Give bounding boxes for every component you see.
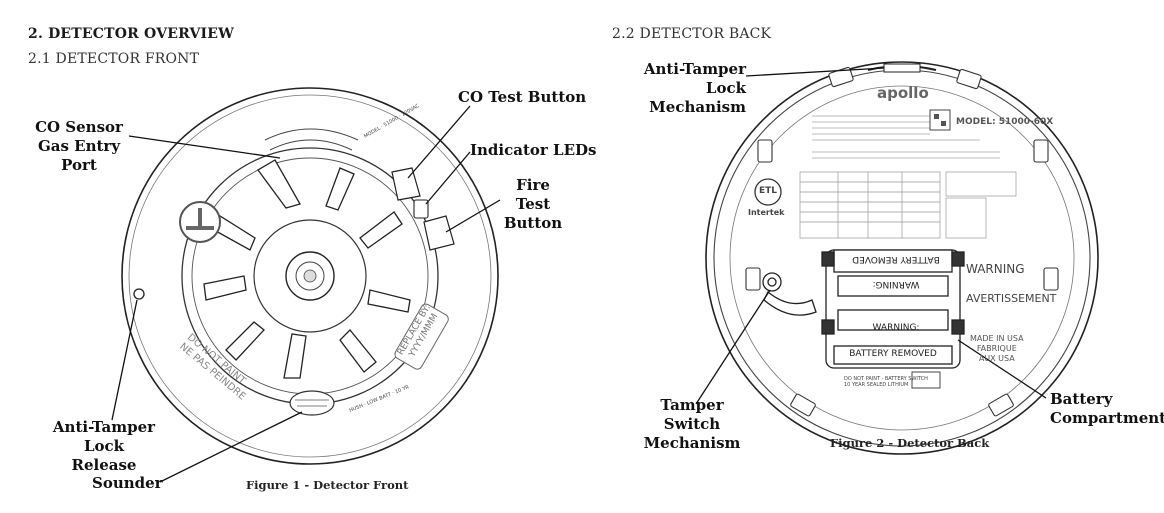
made-in-usa: MADE IN USA FABRIQUE AUX USA bbox=[970, 334, 1024, 363]
mounting-tabs bbox=[745, 66, 1059, 417]
qr-code bbox=[929, 109, 951, 131]
warning-top: WARNING: bbox=[872, 279, 920, 289]
etl-text: ETL bbox=[759, 186, 778, 196]
callout-co-sensor: CO Sensor Gas Entry Port bbox=[35, 118, 123, 174]
callout-tamper-release: Anti-Tamper Lock Release bbox=[52, 418, 156, 474]
sounder-grille bbox=[289, 390, 335, 416]
intertek-text: Intertek bbox=[748, 208, 785, 217]
fire-test-button-shape bbox=[423, 215, 455, 251]
subsection-title-front: 2.1 DETECTOR FRONT bbox=[28, 51, 200, 67]
callout-sounder: Sounder bbox=[92, 474, 163, 492]
svg-text:10 YEAR SEALED LITHIUM: 10 YEAR SEALED LITHIUM bbox=[844, 382, 908, 388]
figure-1-caption: Figure 1 - Detector Front bbox=[246, 478, 409, 492]
section-title: 2. DETECTOR OVERVIEW bbox=[28, 26, 235, 42]
status-table bbox=[799, 171, 1017, 239]
battery-removed-bottom: BATTERY REMOVED bbox=[849, 349, 937, 359]
svg-text:DO NOT PAINT · BATTERY SWITCH: DO NOT PAINT · BATTERY SWITCH bbox=[844, 376, 928, 382]
model-label: MODEL: 51000-60X bbox=[956, 117, 1054, 127]
etl-logo bbox=[754, 178, 782, 206]
warning-bottom: WARNING: bbox=[872, 323, 920, 333]
battery-removed-top: BATTERY REMOVED bbox=[852, 254, 940, 264]
callout-tamper-switch: Tamper Switch Mechanism bbox=[643, 396, 741, 452]
callout-battery-compartment: Battery Compartment bbox=[1050, 390, 1164, 427]
callout-co-test-button: CO Test Button bbox=[458, 88, 587, 106]
brand-logo: apollo bbox=[877, 84, 929, 102]
avertissement: AVERTISSEMENT bbox=[966, 292, 1057, 305]
callout-indicator-leds: Indicator LEDs bbox=[470, 141, 597, 159]
tamper-switch bbox=[762, 272, 817, 316]
callout-anti-tamper-lock: Anti-Tamper Lock Mechanism bbox=[643, 60, 746, 116]
warning-big: WARNING bbox=[966, 262, 1025, 276]
co-test-button-shape bbox=[391, 167, 421, 201]
vent-fins bbox=[203, 159, 411, 379]
tamper-release-hole bbox=[133, 288, 145, 300]
callout-fire-test-button: Fire Test Button bbox=[503, 176, 563, 232]
subsection-title-back: 2.2 DETECTOR BACK bbox=[612, 26, 772, 42]
indicator-leds-shape bbox=[413, 199, 429, 219]
battery-compartment bbox=[821, 249, 965, 369]
figure-2-caption: Figure 2 - Detector Back bbox=[830, 436, 990, 450]
